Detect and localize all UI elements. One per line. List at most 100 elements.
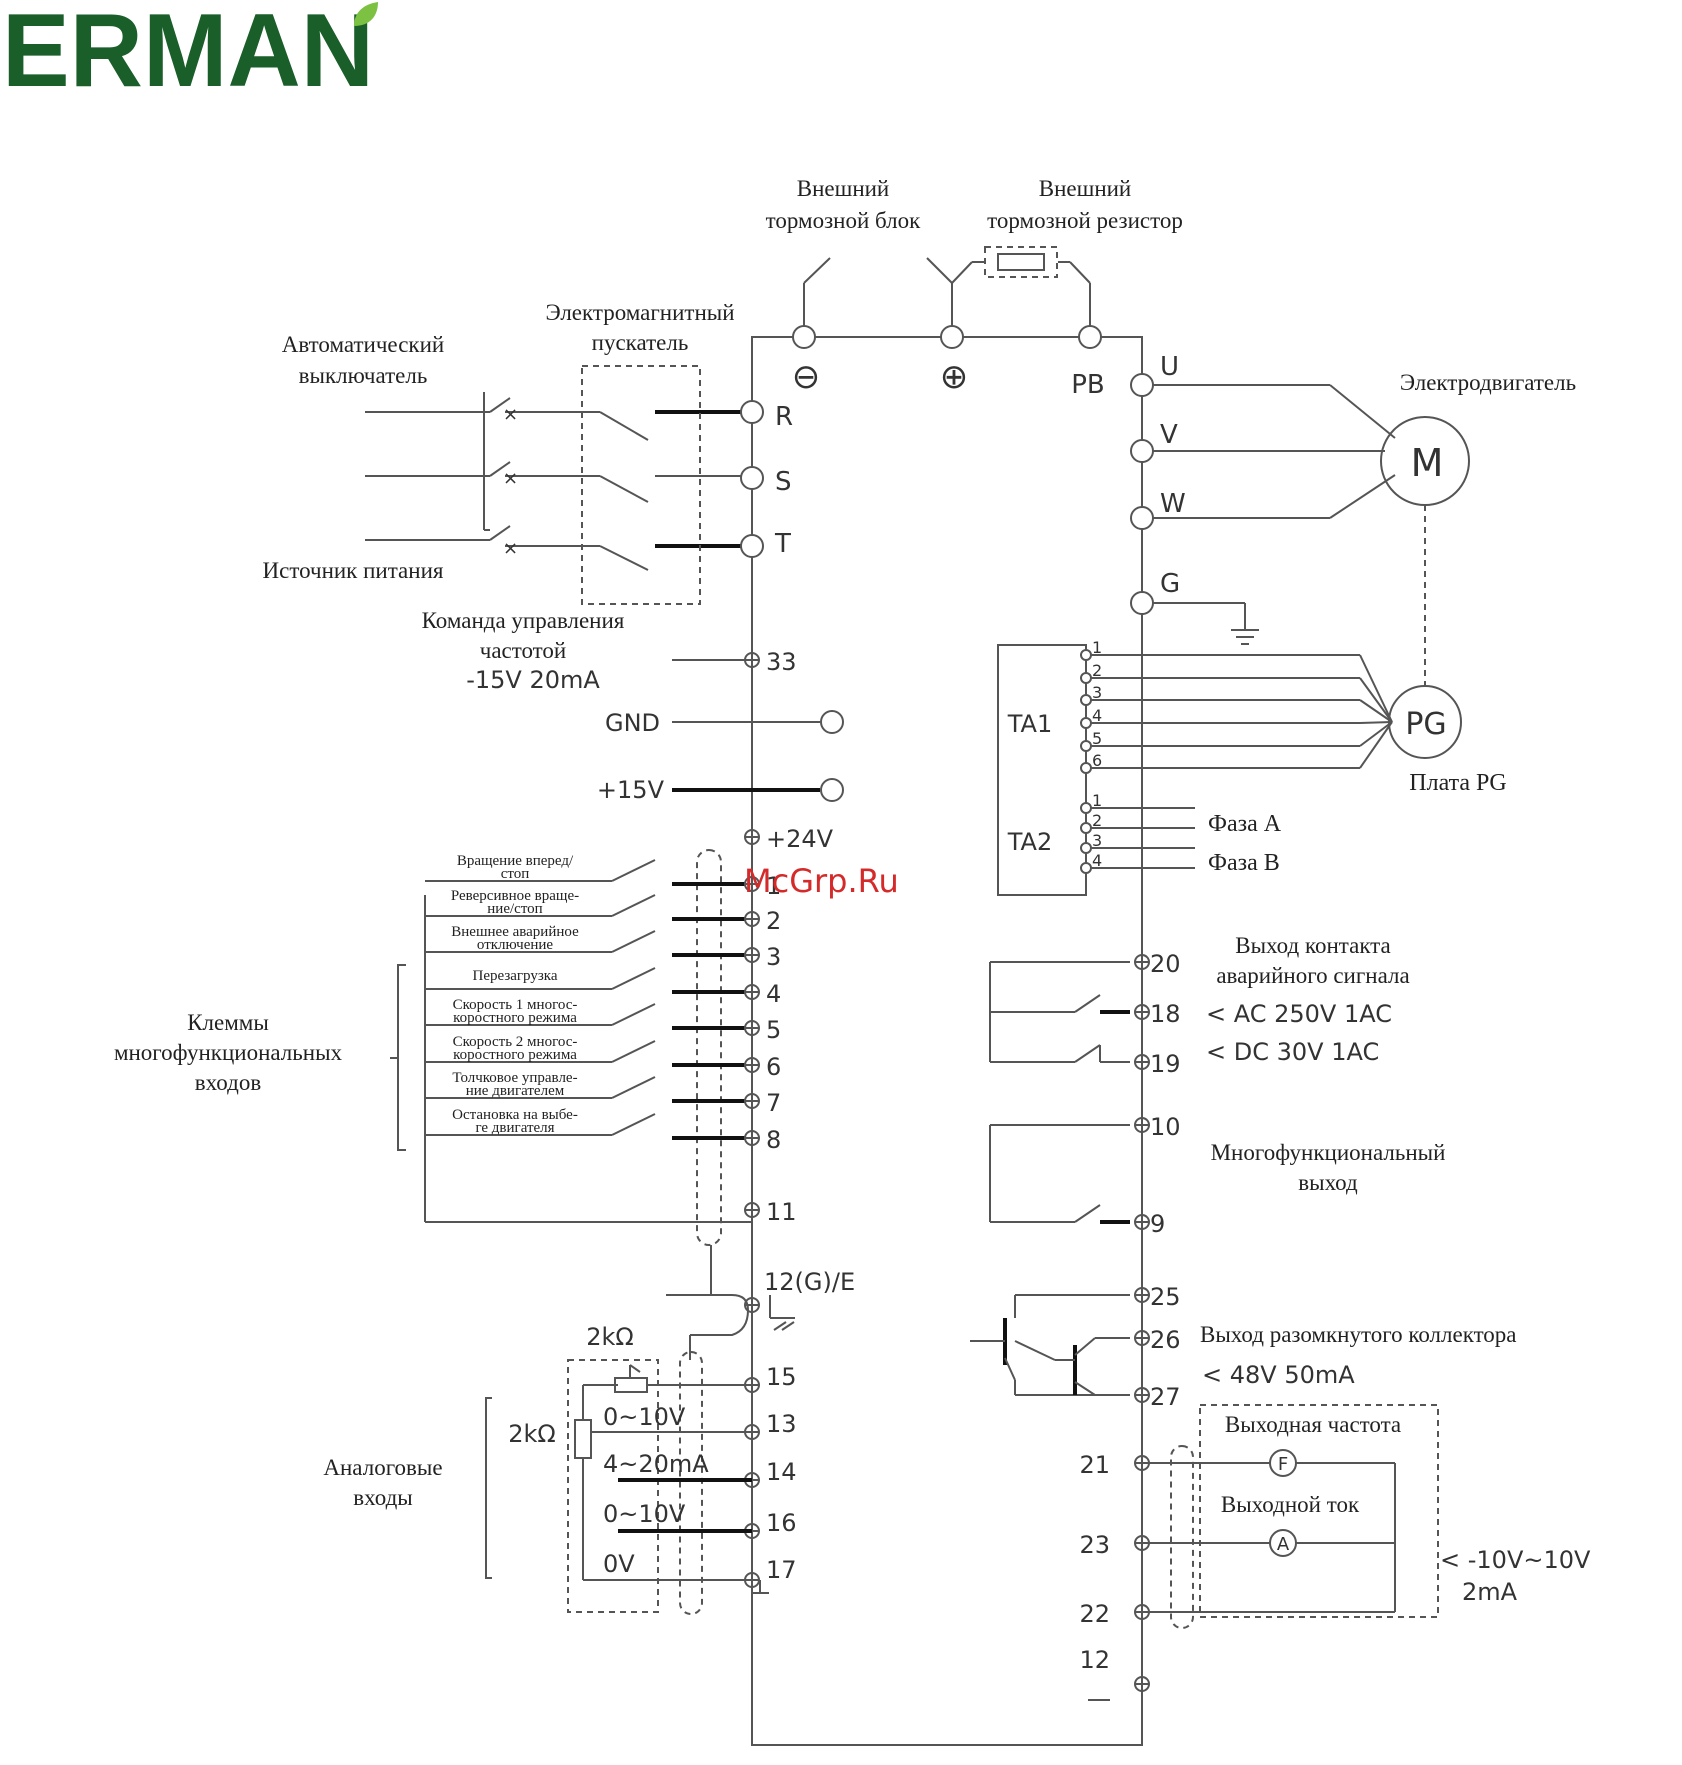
alarm-ac-spec: < AC 250V 1AC — [1206, 1000, 1392, 1028]
analog-outputs — [1088, 1404, 1439, 1701]
terminal-p24-label: +24V — [766, 825, 834, 853]
terminal-t5-label: 5 — [766, 1016, 781, 1044]
ta2-pin-label: 2 — [1092, 811, 1102, 830]
multi-out-label-2: выход — [1298, 1170, 1358, 1195]
input-function-label: ге двигателя — [475, 1120, 554, 1136]
terminal-t2-label: 2 — [766, 907, 781, 935]
brake-resistor — [984, 246, 1058, 278]
ai-0v: 0V — [603, 1550, 635, 1578]
watermark: McGrp.Ru — [744, 862, 899, 900]
terminal-g — [1130, 591, 1154, 615]
terminal-t — [740, 534, 764, 558]
pot-top-label: 2kΩ — [586, 1323, 634, 1351]
contactor-label-2: пускатель — [592, 330, 689, 355]
terminal-t21-label: 21 — [1079, 1451, 1110, 1479]
input-switch-1: Вращение вперед/стоп — [425, 853, 752, 886]
freq-command-wiring — [672, 659, 844, 802]
analog-wiring — [485, 1294, 795, 1615]
input-function-label: коростного режима — [453, 1010, 577, 1026]
terminal-pb-label: PB — [1071, 370, 1105, 400]
terminal-t13-label: 13 — [766, 1410, 797, 1438]
freq-command-spec: -15V 20mA — [466, 666, 600, 694]
terminal-u — [1130, 373, 1154, 397]
terminal-minus — [792, 325, 816, 349]
input-function-label: отключение — [477, 937, 554, 953]
oc-out-spec: < 48V 50mA — [1202, 1361, 1355, 1389]
pg-pin-label: 3 — [1092, 683, 1102, 702]
terminal-t20-label: 20 — [1150, 950, 1181, 978]
pot-left-label: 2kΩ — [508, 1420, 556, 1448]
input-function-label: ние двигателем — [466, 1083, 565, 1099]
terminal-s-label: S — [775, 467, 792, 497]
terminal-t16-label: 16 — [766, 1509, 797, 1537]
phase-b-label: Фаза B — [1208, 850, 1280, 876]
terminal-15v-label: +15V — [597, 776, 665, 804]
phase-a-label: Фаза A — [1208, 811, 1282, 837]
terminal-t27-label: 27 — [1150, 1383, 1181, 1411]
breaker-label-2: выключатель — [299, 363, 428, 388]
pg-symbol — [1388, 685, 1462, 759]
terminal-t22-label: 22 — [1079, 1600, 1110, 1628]
power-input-wiring: × × × — [365, 365, 764, 605]
analog-inputs-label-1: Аналоговые — [323, 1455, 442, 1480]
meter-f-label: F — [1278, 1454, 1288, 1475]
input-switch-2: Реверсивное враще-ние/стоп — [425, 888, 752, 921]
meter-a — [1269, 1529, 1297, 1557]
terminal-t10-label: 10 — [1150, 1113, 1181, 1141]
terminal-t12ge-label: 12(G)/E — [764, 1268, 855, 1296]
svg-text:×: × — [503, 468, 518, 489]
motor-wiring — [1130, 373, 1470, 690]
logo-leaf — [354, 2, 378, 26]
contactor-box — [581, 365, 701, 605]
input-function-label: коростного режима — [453, 1047, 577, 1063]
terminal-t1-label: 1 — [766, 872, 781, 900]
terminal-t12-label: 12 — [1079, 1646, 1110, 1674]
terminal-t8-label: 8 — [766, 1126, 781, 1154]
ta2-label: TA2 — [1007, 828, 1052, 856]
analog-inputs-label-2: входы — [353, 1485, 412, 1510]
terminal-t33-label: 33 — [766, 648, 797, 676]
input-function-label: Остановка на выбе- — [452, 1107, 578, 1123]
pg-board-label: Плата PG — [1409, 770, 1506, 796]
terminal-t26-label: 26 — [1150, 1326, 1181, 1354]
ta2-pin-label: 3 — [1092, 831, 1102, 850]
terminal-t4-label: 4 — [766, 980, 781, 1008]
terminal-pb — [1078, 325, 1102, 349]
terminal-s — [740, 466, 764, 490]
motor-symbol-label: M — [1411, 441, 1444, 485]
terminal-t3-label: 3 — [766, 943, 781, 971]
analog-out-spec-2: 2mA — [1462, 1578, 1518, 1606]
terminal-t9-label: 9 — [1150, 1210, 1165, 1238]
alarm-dc-spec: < DC 30V 1AC — [1206, 1038, 1379, 1066]
ai-0-10v-b: 0~10V — [603, 1500, 686, 1528]
freq-command-label-2: частотой — [480, 638, 567, 663]
terminal-plus-label: ⊕ — [940, 357, 969, 397]
brake-unit-label-1: Внешний — [797, 176, 890, 201]
input-switch-8: Остановка на выбе-ге двигателя — [425, 1107, 752, 1140]
logo-text: ERMAN — [2, 0, 374, 100]
pg-pin-label: 2 — [1092, 661, 1102, 680]
input-function-label: ние/стоп — [487, 901, 542, 917]
terminal-t11-label: 11 — [766, 1198, 797, 1226]
terminal-w — [1130, 506, 1154, 530]
terminal-minus-label: ⊖ — [792, 357, 821, 397]
multi-inputs-label-1: Клеммы — [187, 1010, 269, 1035]
alarm-out-label-2: аварийного сигнала — [1216, 963, 1409, 988]
pg-symbol-label: PG — [1405, 707, 1446, 742]
input-switch-4: Перезагрузка — [425, 967, 752, 994]
input-switch-6: Скорость 2 многос-коростного режима — [425, 1034, 752, 1067]
input-function-label: Внешнее аварийное — [451, 924, 579, 940]
input-function-label: стоп — [501, 866, 530, 882]
ta2-pin-label: 4 — [1092, 851, 1102, 870]
terminal-r — [740, 400, 764, 424]
terminal-t7-label: 7 — [766, 1089, 781, 1117]
pg-pin-label: 5 — [1092, 729, 1102, 748]
terminal-t-label: T — [774, 529, 791, 559]
multi-out-label-1: Многофункциональный — [1211, 1140, 1446, 1165]
input-function-label: Перезагрузка — [472, 968, 557, 984]
terminal-t23-label: 23 — [1079, 1531, 1110, 1559]
input-function-label: Реверсивное враще- — [451, 888, 579, 904]
